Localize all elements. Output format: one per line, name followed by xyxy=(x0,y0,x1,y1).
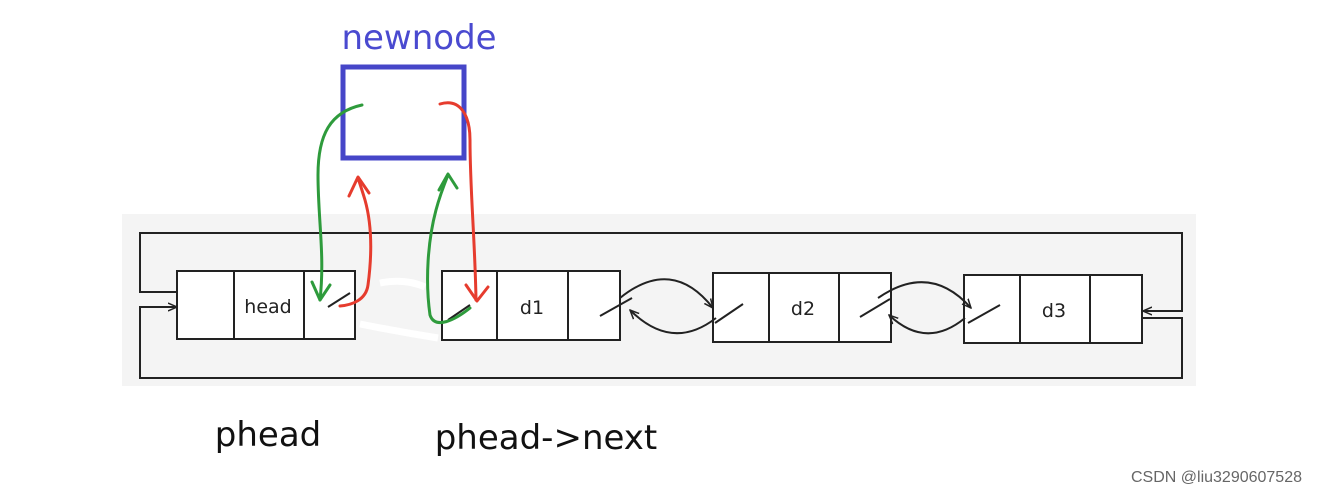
d1-prev-slash xyxy=(447,304,471,321)
head-next-slash xyxy=(327,292,351,308)
newnode-label: newnode xyxy=(341,18,496,58)
d2-next-link xyxy=(877,281,971,308)
newnode-next-to-d1-arrow xyxy=(438,101,478,302)
csdn-watermark: CSDN @liu3290607528 xyxy=(1131,469,1302,486)
green-arrows xyxy=(310,103,472,325)
d1-next-link xyxy=(619,278,713,308)
newnode-box xyxy=(340,64,467,161)
caption-phead: phead xyxy=(215,415,321,455)
red-arrowhead-2 xyxy=(347,175,371,198)
node-label-head: head xyxy=(244,296,291,318)
d1-prev-to-newnode-arrow xyxy=(426,173,472,325)
head-to-tail-link xyxy=(139,307,1183,379)
node-label-d3: d3 xyxy=(1042,300,1066,322)
tail-to-head-link xyxy=(139,232,1183,311)
red-arrows xyxy=(338,101,490,308)
node-head xyxy=(176,270,356,340)
caption-phead-next: phead->next xyxy=(435,418,658,458)
d2-prev-link xyxy=(630,310,717,335)
green-arrowhead-2 xyxy=(437,172,459,192)
node-label-d2: d2 xyxy=(791,298,815,320)
red-arrowhead-1 xyxy=(464,283,490,303)
node-d1 xyxy=(441,270,621,341)
inter-node-links xyxy=(327,278,1001,335)
green-arrowhead-1 xyxy=(310,280,332,302)
d3-prev-link xyxy=(889,315,966,335)
head-next-to-newnode-arrow xyxy=(338,176,373,308)
circular-links xyxy=(139,232,1183,379)
erased-links xyxy=(359,277,439,342)
newnode-prev-to-head-arrow xyxy=(316,103,364,302)
node-label-d1: d1 xyxy=(520,297,544,319)
node-d2 xyxy=(712,272,892,343)
